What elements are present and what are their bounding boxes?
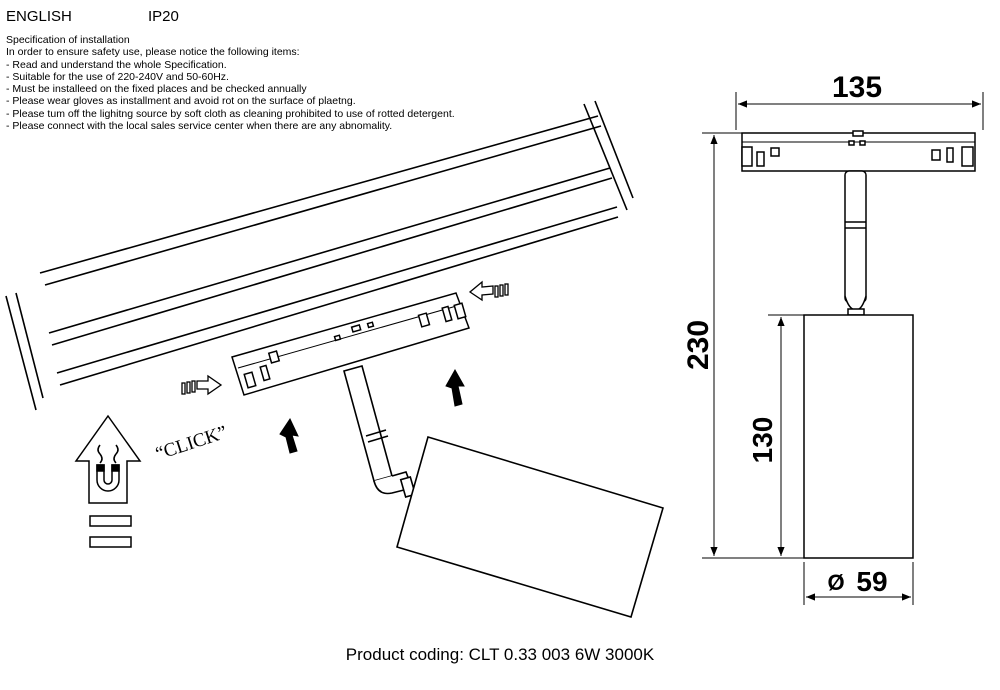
spec-item: - Must be installeed on the fixed places…: [6, 83, 307, 96]
dimension-lines: [702, 92, 984, 605]
front-view-body: [803, 314, 914, 559]
ip-rating-label: IP20: [148, 8, 179, 25]
tilted-spotlight: [343, 365, 664, 618]
track-adapter: [231, 292, 470, 396]
insert-arrow-left-icon: [181, 374, 223, 396]
insert-arrow-right-icon: [468, 280, 509, 302]
spec-item: - Please connect with the local sales se…: [6, 120, 393, 133]
front-view-adapter: [741, 130, 976, 172]
product-coding: Product coding: CLT 0.33 003 6W 3000K: [345, 645, 655, 664]
spec-intro: In order to ensure safety use, please no…: [6, 46, 300, 59]
spec-item: - Please wear gloves as installment and …: [6, 95, 356, 108]
diameter-symbol: Ø: [827, 570, 844, 595]
click-label: “CLICK”: [153, 422, 230, 465]
spec-item: - Suitable for the use of 220-240V and 5…: [6, 70, 229, 83]
dimension-width: 135: [832, 71, 882, 104]
spec-item: - Read and understand the whole Specific…: [6, 58, 227, 71]
dimension-body-height: 130: [747, 417, 778, 464]
spec-title: Specification of installation: [6, 34, 130, 46]
dimension-diameter: 59: [856, 566, 887, 597]
push-up-arrow-icon: [279, 368, 465, 454]
language-label: ENGLISH: [6, 8, 72, 25]
track-rail: [5, 100, 634, 411]
magnet-icon: [74, 414, 142, 548]
dimension-total-height: 230: [682, 320, 715, 370]
front-view-stem: [844, 170, 867, 316]
specification-block: Specification of installation In order t…: [6, 34, 455, 132]
spec-item: - Please tum off the lighitng source by …: [6, 107, 455, 120]
